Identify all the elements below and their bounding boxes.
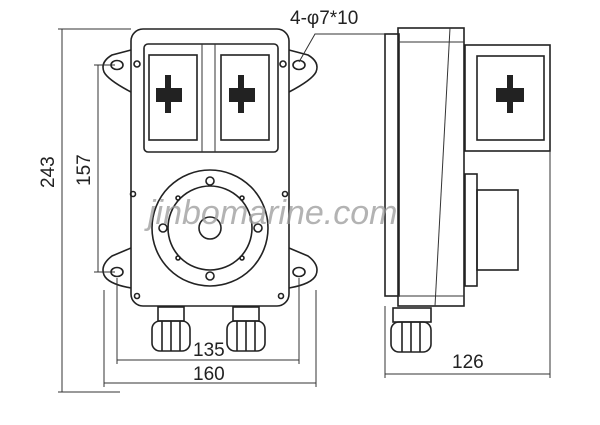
enclosure-body: [130, 28, 290, 307]
dim-width-mount: 135: [193, 340, 225, 361]
switch-panel: [143, 43, 279, 153]
cable-gland-left: [151, 306, 191, 352]
toggle-icon: [156, 75, 255, 113]
right-bottom-ear: [288, 247, 318, 289]
side-socket: [476, 189, 519, 271]
watermark: jinbomarine.com: [144, 194, 397, 232]
side-body: [397, 27, 465, 307]
switch-right: [220, 54, 270, 141]
mount-hole: [292, 59, 306, 71]
dim-holes: 4-φ7*10: [290, 8, 358, 29]
side-view: [384, 27, 551, 353]
toggle-icon: [496, 75, 524, 113]
side-switch-housing: [464, 44, 551, 152]
mount-hole: [292, 266, 306, 278]
front-view: [102, 28, 318, 352]
left-bottom-ear: [102, 247, 132, 289]
right-top-ear: [288, 49, 318, 93]
dim-width-total: 160: [193, 364, 225, 385]
socket-inner: [167, 185, 253, 271]
dim-height-total: 243: [38, 156, 59, 188]
side-cable-gland: [390, 307, 432, 353]
dimension-lines: [58, 28, 390, 393]
switch-left: [148, 54, 198, 141]
cable-gland-right: [226, 306, 266, 352]
socket-center: [198, 216, 222, 240]
socket-outer: [151, 169, 269, 287]
dim-height-mount: 157: [74, 154, 95, 186]
left-top-ear: [102, 49, 132, 93]
dim-depth: 126: [452, 352, 484, 373]
